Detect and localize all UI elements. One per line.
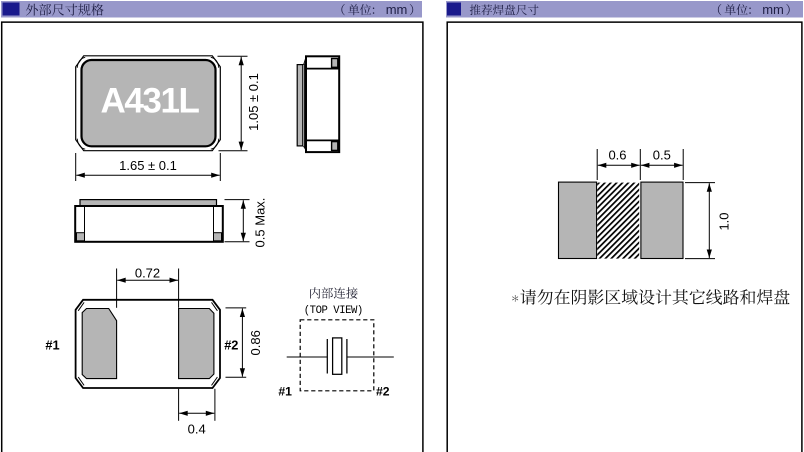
svg-text:mm: mm: [762, 2, 784, 17]
svg-text:0.4: 0.4: [188, 421, 206, 436]
svg-text:1.05 ± 0.1: 1.05 ± 0.1: [246, 73, 261, 131]
svg-text:1.65 ± 0.1: 1.65 ± 0.1: [119, 158, 177, 173]
svg-text:0.6: 0.6: [608, 148, 626, 163]
svg-text:0.72: 0.72: [135, 266, 160, 281]
svg-text:(TOP VIEW): (TOP VIEW): [304, 305, 363, 317]
svg-text:#2: #2: [224, 338, 238, 353]
svg-text:0.86: 0.86: [248, 330, 263, 355]
svg-text:1.0: 1.0: [717, 212, 732, 230]
svg-text:#1: #1: [45, 338, 59, 353]
svg-text:#1: #1: [278, 385, 292, 399]
svg-text:mm: mm: [386, 2, 408, 17]
svg-text:#2: #2: [376, 385, 390, 399]
svg-text:A431L: A431L: [100, 81, 199, 120]
svg-text:0.5 Max.: 0.5 Max.: [252, 198, 267, 248]
svg-text:0.5: 0.5: [653, 148, 671, 163]
